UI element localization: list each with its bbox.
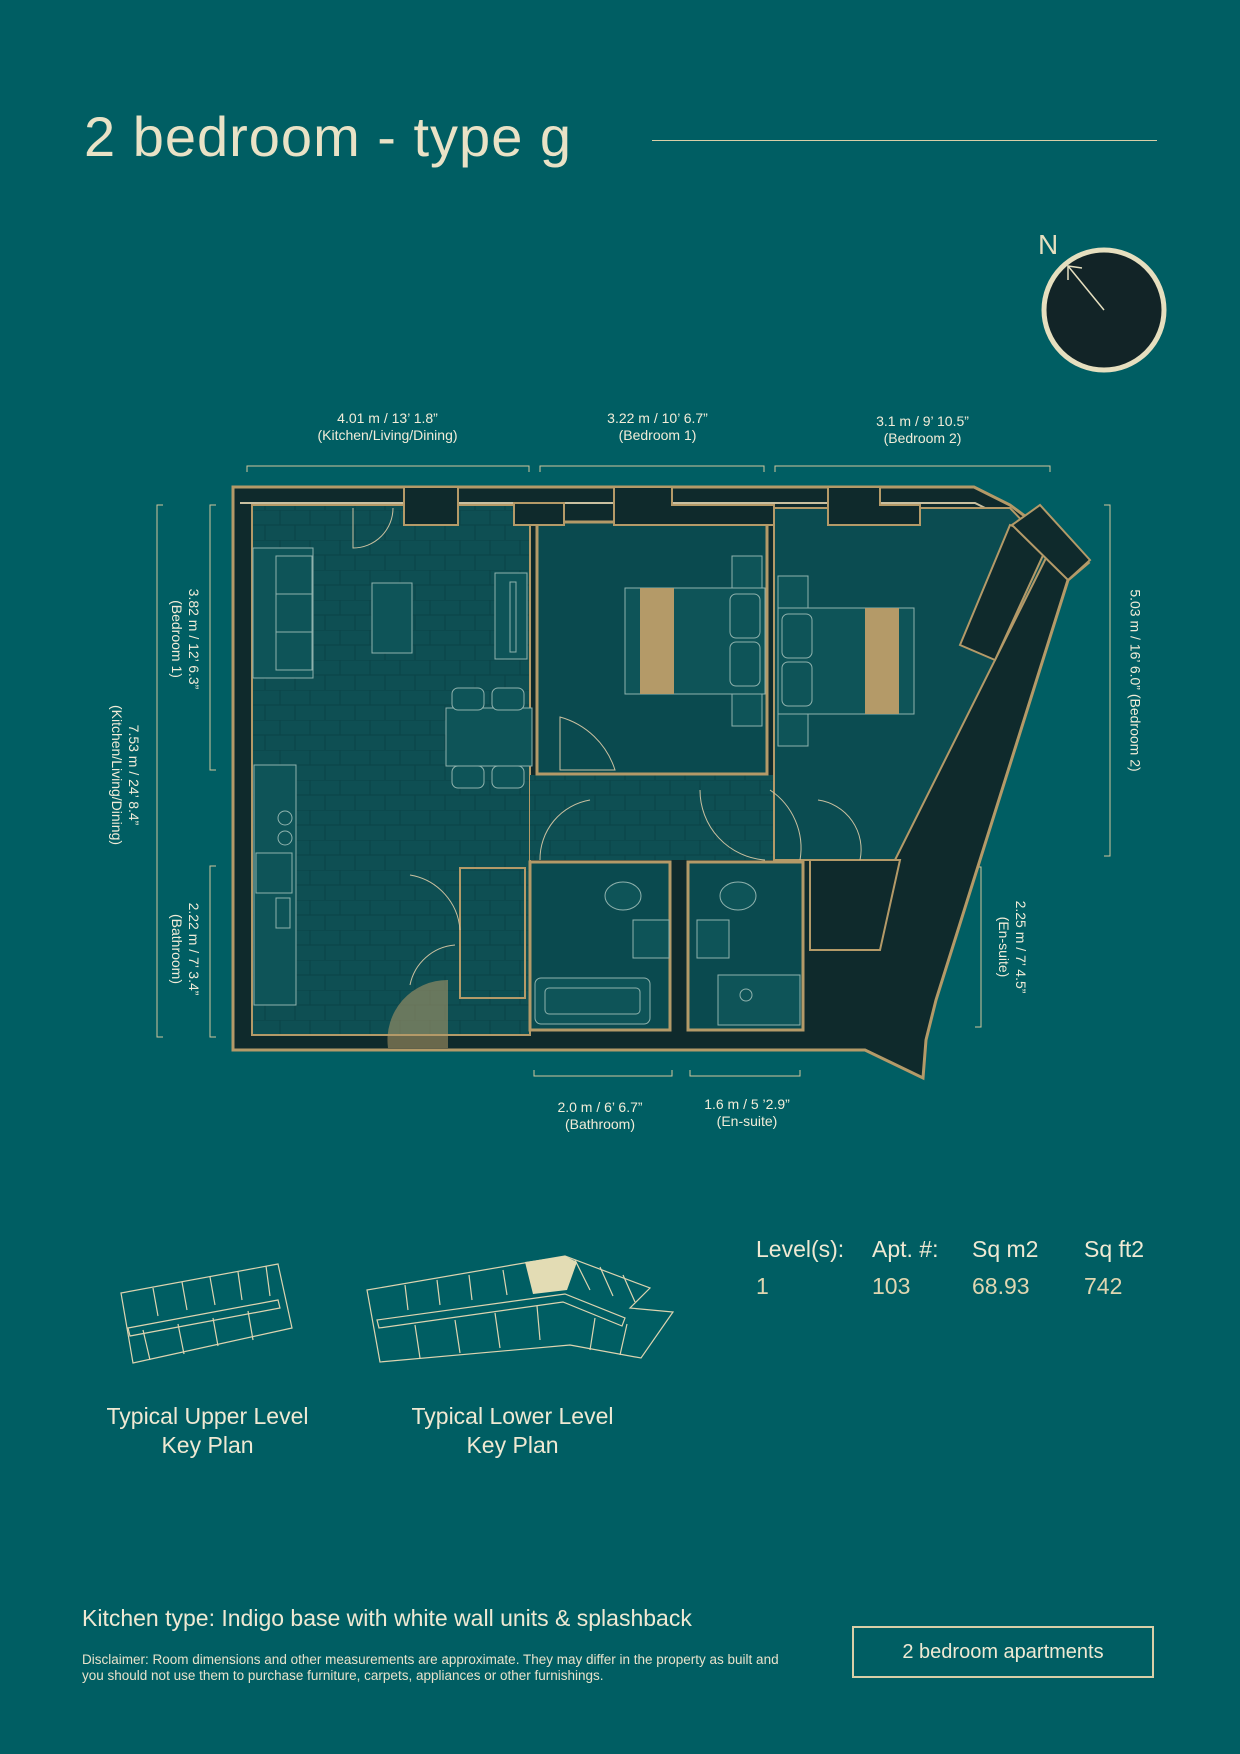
dim-ensuite-width: 1.6 m / 5 ’2.9” (En-suite) — [677, 1096, 817, 1130]
dim-bedroom1-width: 3.22 m / 10’ 6.7” (Bedroom 1) — [570, 410, 745, 444]
dim-value: 7.53 m / 24’ 8.4” — [126, 724, 142, 826]
lower-level-key-plan-label: Typical Lower Level Key Plan — [390, 1402, 635, 1460]
dim-value: 4.01 m / 13’ 1.8” — [337, 410, 438, 426]
dim-bedroom1-depth: 3.82 m / 12’ 6.3” (Bedroom 1) — [168, 559, 202, 719]
dim-room: (En-suite) — [716, 1113, 778, 1129]
dim-value: 2.25 m / 7’ 4.5” — [1013, 900, 1029, 994]
stats-value-apt: 103 — [872, 1273, 911, 1299]
dim-kitchen-depth: 7.53 m / 24’ 8.4” (Kitchen/Living/Dining… — [108, 675, 142, 875]
floor-plan — [156, 465, 1111, 1081]
dim-value: 1.6 m / 5 ’2.9” — [704, 1096, 790, 1112]
dim-bathroom-width: 2.0 m / 6’ 6.7” (Bathroom) — [530, 1099, 670, 1133]
kitchen-type: Kitchen type: Indigo base with white wal… — [82, 1605, 692, 1631]
dim-ensuite-depth: 2.25 m / 7’ 4.5” (En-suite) — [995, 882, 1029, 1012]
dim-room: (Kitchen/Living/Dining) — [317, 427, 458, 443]
dim-value: 5.03 m / 16’ 6.0” (Bedroom 2) — [1127, 589, 1144, 772]
compass-label: N — [1038, 229, 1058, 260]
upper-level-key-plan-icon — [120, 1263, 293, 1364]
stats-value-sqft: 742 — [1084, 1273, 1123, 1299]
upper-level-key-plan-label: Typical Upper Level Key Plan — [90, 1402, 325, 1460]
dim-value: 3.22 m / 10’ 6.7” — [607, 410, 708, 426]
north-compass-icon: N — [1038, 229, 1167, 373]
stats-header-level: Level(s): — [756, 1236, 845, 1262]
dim-value: 2.0 m / 6’ 6.7” — [557, 1099, 643, 1115]
dim-value: 2.22 m / 7’ 3.4” — [186, 902, 202, 996]
stats-value-sqm: 68.93 — [972, 1273, 1030, 1299]
lower-level-key-plan-icon — [366, 1255, 675, 1363]
page-title: 2 bedroom - type g — [84, 105, 573, 168]
dim-room: (Bedroom 2) — [883, 430, 962, 446]
disclaimer: Disclaimer: Room dimensions and other me… — [82, 1652, 779, 1683]
dim-bedroom2-width: 3.1 m / 9’ 10.5” (Bedroom 2) — [835, 413, 1010, 447]
keyplan-line1: Typical Lower Level — [411, 1403, 614, 1429]
dim-value: 3.82 m / 12’ 6.3” — [186, 588, 202, 690]
dim-room: (Bedroom 1) — [618, 427, 697, 443]
title-rule — [652, 140, 1157, 141]
keyplan-line2: Key Plan — [466, 1432, 559, 1458]
stats-header-sqm: Sq m2 — [972, 1236, 1039, 1262]
keyplan-line1: Typical Upper Level — [106, 1403, 309, 1429]
dim-bathroom-depth: 2.22 m / 7’ 3.4” (Bathroom) — [168, 879, 202, 1019]
dim-room: (Bedroom 1) — [169, 600, 185, 678]
apartment-highlight — [525, 1256, 577, 1294]
stats-header-apt: Apt. #: — [872, 1236, 939, 1262]
apartment-type-badge[interactable]: 2 bedroom apartments — [852, 1626, 1154, 1678]
keyplan-line2: Key Plan — [161, 1432, 254, 1458]
dim-room: (Bathroom) — [169, 913, 185, 985]
stats-header-sqft: Sq ft2 — [1084, 1236, 1145, 1262]
dim-room: (En-suite) — [996, 916, 1012, 978]
stats-value-level: 1 — [756, 1273, 769, 1299]
dim-value: 3.1 m / 9’ 10.5” — [876, 413, 969, 429]
dim-room: (Bathroom) — [564, 1116, 636, 1132]
dim-kitchen-width: 4.01 m / 13’ 1.8” (Kitchen/Living/Dining… — [300, 410, 475, 444]
dim-room: (Kitchen/Living/Dining) — [109, 704, 125, 846]
dim-bedroom2-depth: 5.03 m / 16’ 6.0” (Bedroom 2) — [1127, 561, 1144, 801]
